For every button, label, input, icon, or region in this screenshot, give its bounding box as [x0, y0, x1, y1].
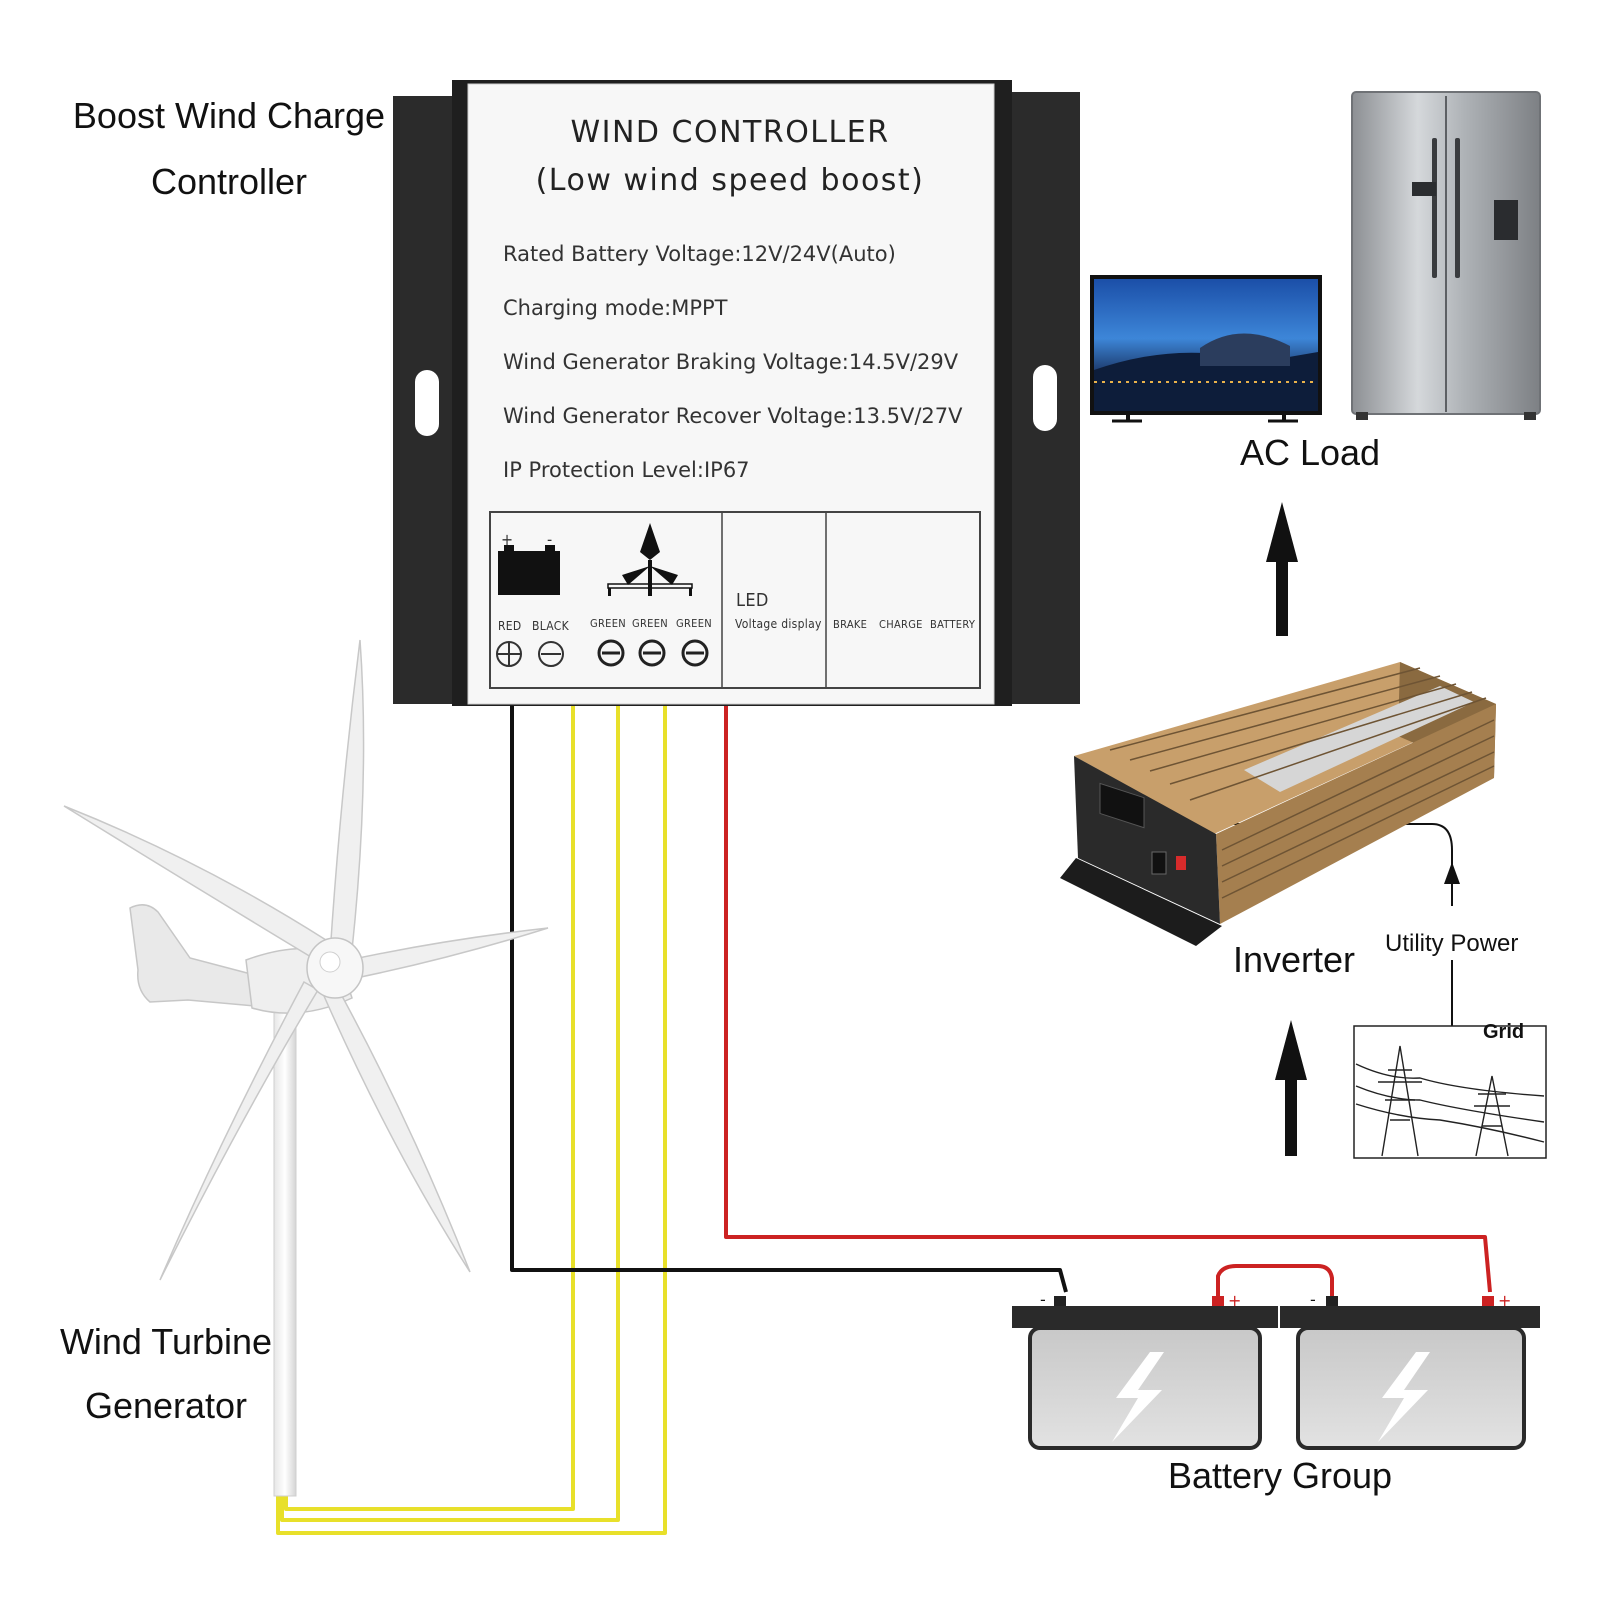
charge-controller [393, 80, 1080, 706]
battery-symbol-icon [498, 545, 560, 595]
controller-heading-line1: WIND CONTROLLER [570, 115, 890, 150]
turbine-symbol-icon [607, 523, 693, 596]
grid-label: Grid [1483, 1021, 1525, 1043]
battery-indicator-label: BATTERY [930, 618, 976, 631]
battery-2-icon: - + [1280, 1290, 1540, 1450]
terminal-green-3-label: GREEN [676, 617, 712, 630]
svg-text:+: + [1498, 1291, 1511, 1310]
tv-icon [1090, 275, 1322, 423]
controller-title-line1: Boost Wind Charge [72, 95, 386, 136]
right-mount-slot [1033, 365, 1057, 431]
terminal-panel [489, 511, 981, 689]
utility-power-label: Utility Power [1385, 930, 1519, 957]
battery-1-icon: - + [1012, 1290, 1278, 1450]
spec-ip-protection: IP Protection Level:IP67 [503, 458, 750, 482]
wind-turbine [63, 639, 549, 1497]
voltage-display-label: Voltage display [735, 617, 822, 631]
terminal-black-label: BLACK [532, 619, 569, 633]
inverter-icon [1060, 662, 1496, 946]
terminal-green-3-icon [681, 639, 709, 667]
svg-text:-: - [1310, 1290, 1316, 1309]
battery-group-label: Battery Group [1167, 1455, 1393, 1496]
battery-plus-mark: + [501, 530, 514, 549]
black-wire [510, 706, 1068, 1293]
spec-recover-voltage: Wind Generator Recover Voltage:13.5V/27V [503, 404, 963, 428]
terminal-green-2-icon [638, 639, 666, 667]
spec-rated-battery-voltage: Rated Battery Voltage:12V/24V(Auto) [503, 242, 896, 266]
battery-minus-mark: - [547, 530, 553, 549]
battery-bridge-wire [1216, 1264, 1334, 1296]
yellow-wire-3 [276, 706, 667, 1535]
arrow-up-to-ac-load-icon [1266, 502, 1298, 636]
refrigerator-icon [1351, 91, 1541, 420]
turbine-blades [63, 639, 549, 1281]
terminal-green-2-label: GREEN [632, 617, 668, 630]
ac-load-label: AC Load [1239, 432, 1381, 473]
terminal-green-1-label: GREEN [590, 617, 626, 630]
terminal-green-1-icon [597, 639, 625, 667]
controller-heading-line2: (Low wind speed boost) [535, 163, 925, 198]
terminal-plus-icon [496, 641, 522, 667]
yellow-wire-1 [284, 706, 575, 1511]
spec-charging-mode: Charging mode:MPPT [503, 296, 728, 320]
left-mount-slot [415, 370, 439, 436]
svg-text:+: + [1228, 1291, 1241, 1310]
charge-indicator-label: CHARGE [879, 618, 923, 631]
terminal-red-label: RED [498, 619, 522, 633]
led-label: LED [736, 590, 769, 611]
yellow-wire-2 [280, 706, 620, 1522]
controller-face-plate [467, 83, 995, 705]
turbine-label-line2: Generator [84, 1385, 248, 1426]
spec-braking-voltage: Wind Generator Braking Voltage:14.5V/29V [503, 350, 959, 374]
terminal-minus-icon [538, 641, 564, 667]
brake-indicator-label: BRAKE [833, 618, 868, 631]
red-wire [724, 706, 1492, 1293]
turbine-label-line1: Wind Turbine [59, 1321, 273, 1362]
power-grid-icon [1353, 1025, 1547, 1159]
utility-power-arrow-icon [1218, 823, 1460, 1026]
wiring [276, 706, 1492, 1535]
svg-text:-: - [1040, 1290, 1046, 1309]
inverter-label: Inverter [1232, 939, 1356, 980]
controller-title-line2: Controller [150, 161, 308, 202]
arrow-up-to-inverter-icon [1275, 1020, 1307, 1156]
